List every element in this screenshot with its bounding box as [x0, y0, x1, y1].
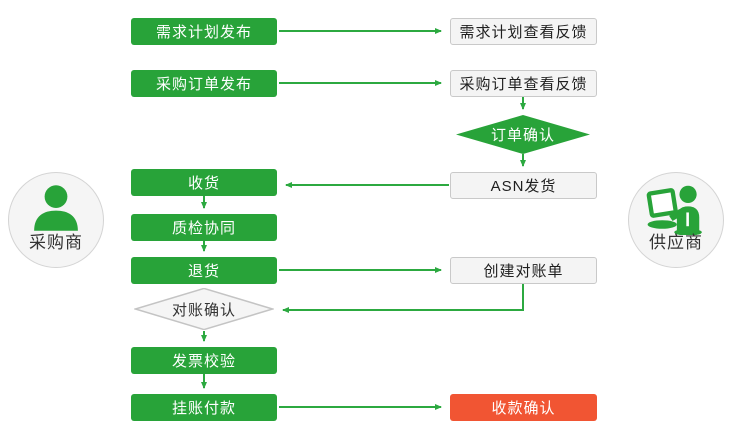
node-invoice-verify: 发票校验: [131, 347, 277, 374]
node-label: 订单确认: [490, 127, 555, 144]
node-label: 收货: [187, 175, 220, 192]
node-label: 采购订单发布: [155, 76, 252, 93]
node-label: 需求计划发布: [155, 24, 252, 41]
node-receive-goods: 收货: [131, 169, 277, 196]
node-po-publish: 采购订单发布: [131, 70, 277, 97]
node-book-payment: 挂账付款: [131, 394, 277, 421]
node-label: 需求计划查看反馈: [459, 24, 588, 41]
node-label: 发票校验: [171, 353, 236, 370]
node-demand-plan-feedback: 需求计划查看反馈: [450, 18, 597, 45]
diamond-shape: [134, 288, 274, 330]
actor-buyer: 采购商: [8, 172, 104, 268]
actor-supplier-label: 供应商: [649, 233, 703, 252]
diamond-shape: [456, 115, 590, 154]
node-po-feedback: 采购订单查看反馈: [450, 70, 597, 97]
person-laptop-icon: [645, 183, 707, 240]
node-label: 挂账付款: [171, 400, 236, 417]
node-label: 质检协同: [171, 220, 236, 237]
node-receipt-confirm: 收款确认: [450, 394, 597, 421]
actor-supplier: 供应商: [628, 172, 724, 268]
node-demand-plan-publish: 需求计划发布: [131, 18, 277, 45]
node-quality-collab: 质检协同: [131, 214, 277, 241]
node-asn-ship: ASN发货: [450, 172, 597, 199]
node-create-statement: 创建对账单: [450, 257, 597, 284]
person-bust-icon: [28, 183, 84, 238]
node-statement-confirm-diamond: 对账确认: [134, 288, 274, 330]
node-label: ASN发货: [490, 178, 557, 195]
arrow-statement-to-confirm: [282, 284, 524, 313]
node-label: 对账确认: [171, 301, 236, 319]
node-label: 采购订单查看反馈: [459, 76, 588, 93]
node-label: 创建对账单: [483, 263, 564, 280]
node-return-goods: 退货: [131, 257, 277, 284]
actor-buyer-label: 采购商: [29, 233, 83, 252]
node-label: 收款确认: [491, 400, 556, 417]
node-label: 退货: [187, 263, 220, 280]
node-order-confirm-diamond: 订单确认: [456, 115, 590, 154]
